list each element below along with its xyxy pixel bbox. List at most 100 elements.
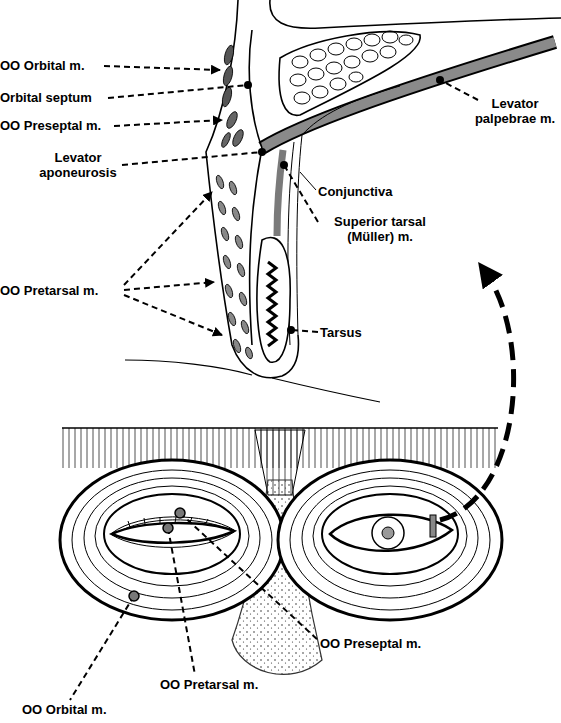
leader-line (114, 120, 222, 126)
pointer-dot (244, 81, 252, 89)
meibomian-gland (268, 262, 276, 346)
orbital-septum-line (249, 30, 262, 148)
pointer-dot (129, 591, 139, 601)
pretarsal-muscle-fiber (222, 254, 232, 269)
orbicularis-ring (60, 460, 284, 620)
part-label: Levator aponeurosis (34, 150, 122, 180)
zoom-arrow (440, 270, 514, 520)
orbicularis-ring (72, 470, 272, 610)
fat-lobule (346, 38, 362, 50)
pretarsal-muscle-fiber (234, 234, 244, 249)
preseptal-muscle-fiber (220, 131, 232, 148)
fat-lobule (328, 43, 344, 55)
fat-lobule (382, 31, 398, 43)
fat-lobule (290, 74, 306, 86)
pointer-dot (163, 523, 173, 533)
part-label: OO Orbital m. (22, 702, 107, 717)
pointer-dot (258, 148, 266, 156)
part-label: Conjunctiva (318, 184, 392, 199)
fat-lobule (292, 56, 308, 68)
pretarsal-muscle-fiber (240, 319, 250, 334)
orbital-muscle-fiber (221, 86, 234, 107)
fat-lobule (294, 92, 310, 104)
eye-opening (330, 515, 452, 551)
forehead-line (62, 427, 498, 429)
pretarsal-muscle-fiber (228, 180, 238, 195)
fat-lobule (364, 34, 380, 46)
orbicularis-ring (104, 494, 240, 574)
part-label: OO Pretarsal m. (160, 677, 258, 692)
leader-line (104, 66, 220, 70)
orbital-muscle-fiber (223, 44, 236, 65)
part-label: OO Preseptal m. (320, 636, 421, 651)
preseptal-muscle-fiber (231, 128, 246, 148)
orbicularis-ring (84, 478, 260, 598)
leader-line (108, 85, 248, 98)
pretarsal-muscle-fiber (231, 206, 241, 221)
fat-lobule (308, 68, 324, 80)
pointer-dot (175, 508, 185, 518)
leader-line (124, 295, 222, 335)
fat-lobule (330, 78, 346, 90)
leader-line (124, 282, 214, 290)
fat-lobule (399, 35, 413, 45)
orbital-muscle-fiber (222, 65, 235, 86)
pretarsal-muscle-fiber (217, 200, 227, 215)
fat-lobule (312, 86, 328, 98)
orbicularis-ring (95, 486, 249, 586)
leader-line (300, 172, 316, 190)
pretarsal-muscle-fiber (224, 283, 234, 298)
eye-opening (112, 523, 234, 543)
part-label: OO Preseptal m. (0, 118, 101, 133)
section-marker (430, 515, 436, 537)
leader-line (168, 528, 195, 675)
fat-lobule (326, 62, 342, 74)
pretarsal-fibers (112, 517, 234, 548)
leader-line (180, 513, 318, 640)
leader-line (124, 192, 212, 285)
pupil (382, 527, 394, 539)
orbicularis-ring (278, 460, 502, 620)
pretarsal-muscle-fiber (232, 338, 242, 353)
pretarsal-muscle-fiber (215, 174, 225, 189)
part-label: OO Pretarsal m. (0, 283, 98, 298)
fat-lobule (310, 49, 326, 61)
orbicularis-ring (322, 494, 458, 574)
leader-line (70, 596, 134, 700)
leader-line (440, 80, 478, 100)
leader-line (284, 165, 318, 222)
orbicularis-ring (302, 478, 478, 598)
part-label: Orbital septum (0, 90, 92, 105)
orbicularis-ring (290, 470, 490, 610)
leader-line (122, 152, 262, 165)
skin-outline (206, 0, 298, 378)
part-label: OO Orbital m. (0, 58, 85, 73)
part-label: Tarsus (320, 325, 362, 340)
pointer-dot (280, 161, 288, 169)
eyelash (125, 360, 252, 375)
pretarsal-muscle-fiber (244, 346, 254, 359)
pretarsal-muscle-fiber (236, 262, 246, 277)
levator-muscle-outline (262, 42, 555, 148)
fat-lobule (344, 56, 360, 68)
iris (372, 517, 404, 549)
levator-muscle-band (262, 42, 555, 148)
leader-line (291, 330, 318, 332)
preseptal-muscle-fiber (225, 110, 240, 130)
tarsus-plate (257, 238, 290, 363)
eyelash (272, 378, 380, 402)
fat-lobule (380, 46, 396, 58)
orbital-rim-line (270, 0, 561, 28)
part-label: Levator palpebrae m. (470, 96, 560, 126)
pretarsal-muscle-fiber (220, 226, 230, 241)
pointer-dot (287, 326, 295, 334)
part-label: Superior tarsal (Müller) m. (320, 214, 440, 244)
fat-lobule (349, 72, 363, 82)
pretarsal-muscle-fiber (238, 291, 248, 306)
fat-lobule (362, 50, 378, 62)
orbicularis-ring (313, 486, 467, 586)
pretarsal-muscle-fiber (227, 311, 237, 326)
pointer-dot (436, 76, 444, 84)
